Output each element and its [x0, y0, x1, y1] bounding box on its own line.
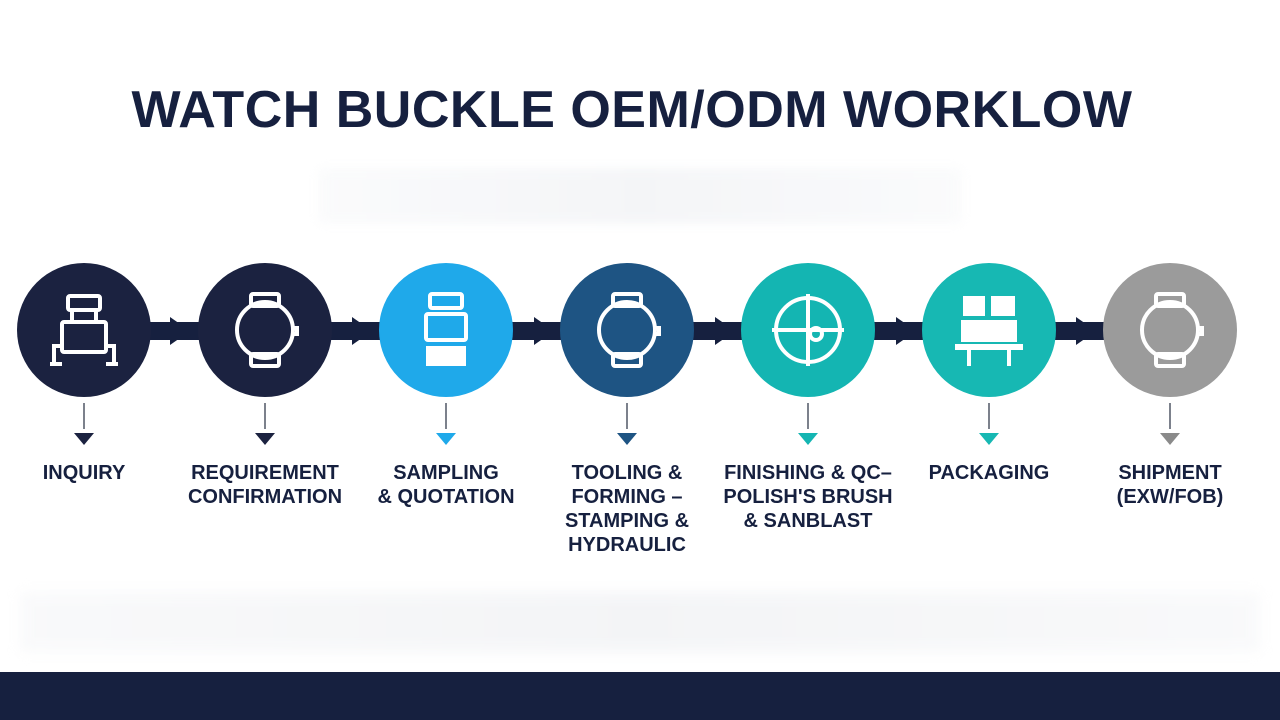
- blurred-subtitle: [318, 168, 962, 224]
- step-circle: [1103, 263, 1237, 397]
- step-pointer: [74, 433, 94, 445]
- step-pointer: [798, 433, 818, 445]
- connector-arrow-icon: [715, 317, 735, 345]
- watch-icon: [235, 292, 299, 368]
- step-circle: [379, 263, 513, 397]
- buckle-strap-icon: [424, 292, 468, 366]
- workflow-step-5: FINISHING & QC– POLISH'S BRUSH & SANBLAS…: [708, 263, 908, 533]
- connector-arrow-icon: [352, 317, 372, 345]
- workflow-step-3: SAMPLING & QUOTATION: [346, 263, 546, 509]
- workflow-step-1: INQUIRY: [0, 263, 184, 485]
- step-stem: [83, 403, 85, 429]
- crosshair-icon: [772, 294, 844, 366]
- step-pointer: [617, 433, 637, 445]
- step-circle: [17, 263, 151, 397]
- step-pointer: [1160, 433, 1180, 445]
- workflow-step-2: REQUIREMENT CONFIRMATION: [165, 263, 365, 509]
- connector-arrow-icon: [534, 317, 554, 345]
- connector-arrow-icon: [896, 317, 916, 345]
- step-stem: [1169, 403, 1171, 429]
- blurred-footer-text: [20, 592, 1260, 652]
- step-label: TOOLING & FORMING – STAMPING & HYDRAULIC: [564, 462, 690, 556]
- step-label: SHIPMENT (EXW/FOB): [1116, 462, 1224, 508]
- step-circle: [560, 263, 694, 397]
- step-label: FINISHING & QC– POLISH'S BRUSH & SANBLAS…: [723, 462, 893, 532]
- watch-icon: [597, 292, 661, 368]
- step-label: PACKAGING: [928, 462, 1050, 484]
- step-pointer: [436, 433, 456, 445]
- step-stem: [988, 403, 990, 429]
- step-circle: [741, 263, 875, 397]
- step-stem: [264, 403, 266, 429]
- connector-arrow-icon: [170, 317, 190, 345]
- workflow-step-7: SHIPMENT (EXW/FOB): [1070, 263, 1270, 509]
- step-label: SAMPLING & QUOTATION: [377, 462, 515, 508]
- step-label: REQUIREMENT CONFIRMATION: [187, 462, 343, 508]
- watch-icon: [1140, 292, 1204, 368]
- footer-bar: [0, 672, 1280, 720]
- step-label: INQUIRY: [42, 462, 126, 484]
- workflow-step-6: PACKAGING: [889, 263, 1089, 485]
- package-icon: [955, 296, 1023, 366]
- step-stem: [807, 403, 809, 429]
- buckle-frame-icon: [50, 294, 118, 366]
- step-pointer: [979, 433, 999, 445]
- page-title: WATCH BUCKLE OEM/ODM WORKLOW: [131, 81, 1133, 139]
- step-circle: [198, 263, 332, 397]
- step-circle: [922, 263, 1056, 397]
- step-stem: [445, 403, 447, 429]
- workflow-step-4: TOOLING & FORMING – STAMPING & HYDRAULIC: [527, 263, 727, 557]
- connector-arrow-icon: [1076, 317, 1096, 345]
- step-pointer: [255, 433, 275, 445]
- step-stem: [626, 403, 628, 429]
